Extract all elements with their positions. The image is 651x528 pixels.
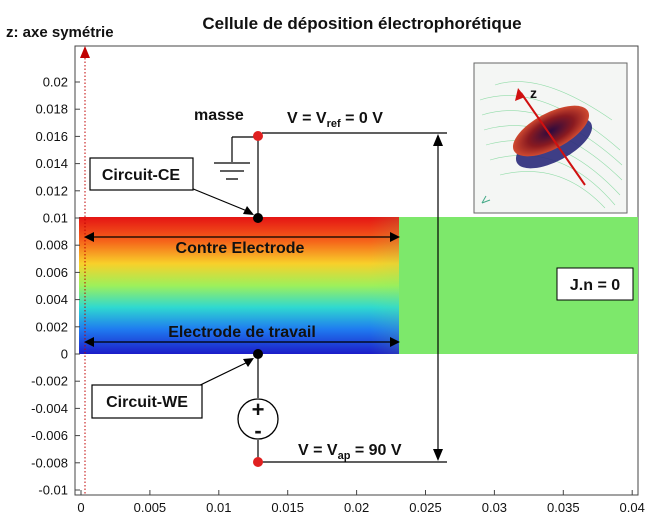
inset-3d-view: z (473, 62, 628, 214)
x-tick-label: 0 (77, 500, 84, 515)
node-we (253, 349, 263, 359)
jn-label: J.n = 0 (570, 277, 620, 294)
y-tick-label: 0.02 (43, 75, 68, 90)
electrode-travail-label: Electrode de travail (168, 324, 316, 341)
y-tick-label: -0.01 (38, 483, 68, 498)
x-tick-label: 0.03 (482, 500, 507, 515)
x-tick-label: 0.02 (344, 500, 369, 515)
y-tick-label: 0.006 (35, 265, 68, 280)
y-tick-label: 0.012 (35, 183, 68, 198)
diagram-title: Cellule de déposition électrophorétique (202, 14, 521, 33)
y-tick-label: 0.018 (35, 102, 68, 117)
y-tick-label: -0.002 (31, 374, 68, 389)
potential-difference-arrow (433, 134, 443, 461)
voltage-ref-label: V = Vref = 0 V (287, 110, 383, 130)
minus-sign: - (254, 418, 261, 443)
y-tick-label: 0.008 (35, 238, 68, 253)
x-tick-label: 0.01 (206, 500, 231, 515)
ground-icon (214, 162, 250, 180)
y-tick-label: 0.01 (43, 211, 68, 226)
x-tick-label: 0.015 (271, 500, 304, 515)
node-ce (253, 213, 263, 223)
x-tick-label: 0.04 (620, 500, 645, 515)
y-tick-label: 0 (61, 347, 68, 362)
inset-z-label: z (530, 85, 537, 101)
node-ap (253, 457, 263, 467)
voltage-source-icon: + - (237, 397, 279, 443)
x-axis: 0 0.005 0.01 0.015 0.02 0.025 0.03 0.035 0.04 (77, 490, 645, 515)
symmetry-axis-arrow (80, 46, 90, 58)
electrode-travail-arrow (84, 337, 400, 347)
y-tick-label: -0.006 (31, 428, 68, 443)
y-tick-label: 0.014 (35, 156, 68, 171)
plus-sign: + (252, 397, 265, 422)
contre-electrode-arrow (84, 232, 400, 242)
contre-electrode-label: Contre Electrode (176, 240, 305, 257)
x-tick-label: 0.005 (134, 500, 167, 515)
jn-callout: J.n = 0 (556, 267, 634, 301)
circuit-we-label: Circuit-WE (106, 394, 188, 411)
y-tick-label: -0.008 (31, 455, 68, 470)
field-region (79, 217, 638, 354)
circuit-ce-callout: Circuit-CE (89, 157, 254, 215)
y-tick-label: 0.004 (35, 292, 68, 307)
y-axis: 0.02 0.018 0.016 0.014 0.012 0.01 0.008 0.006 0.… (31, 75, 80, 498)
node-ref (253, 131, 263, 141)
x-tick-label: 0.025 (409, 500, 442, 515)
voltage-ap-label: V = Vap = 90 V (298, 442, 402, 462)
masse-label: masse (194, 107, 244, 124)
circuit-wires (231, 132, 447, 463)
circuit-we-callout: Circuit-WE (91, 358, 254, 419)
x-tick-label: 0.035 (547, 500, 580, 515)
y-tick-label: 0.016 (35, 129, 68, 144)
circuit-ce-label: Circuit-CE (102, 167, 181, 184)
z-axis-label: z: axe symétrie (6, 24, 114, 41)
y-tick-label: 0.002 (35, 319, 68, 334)
y-tick-label: -0.004 (31, 401, 68, 416)
